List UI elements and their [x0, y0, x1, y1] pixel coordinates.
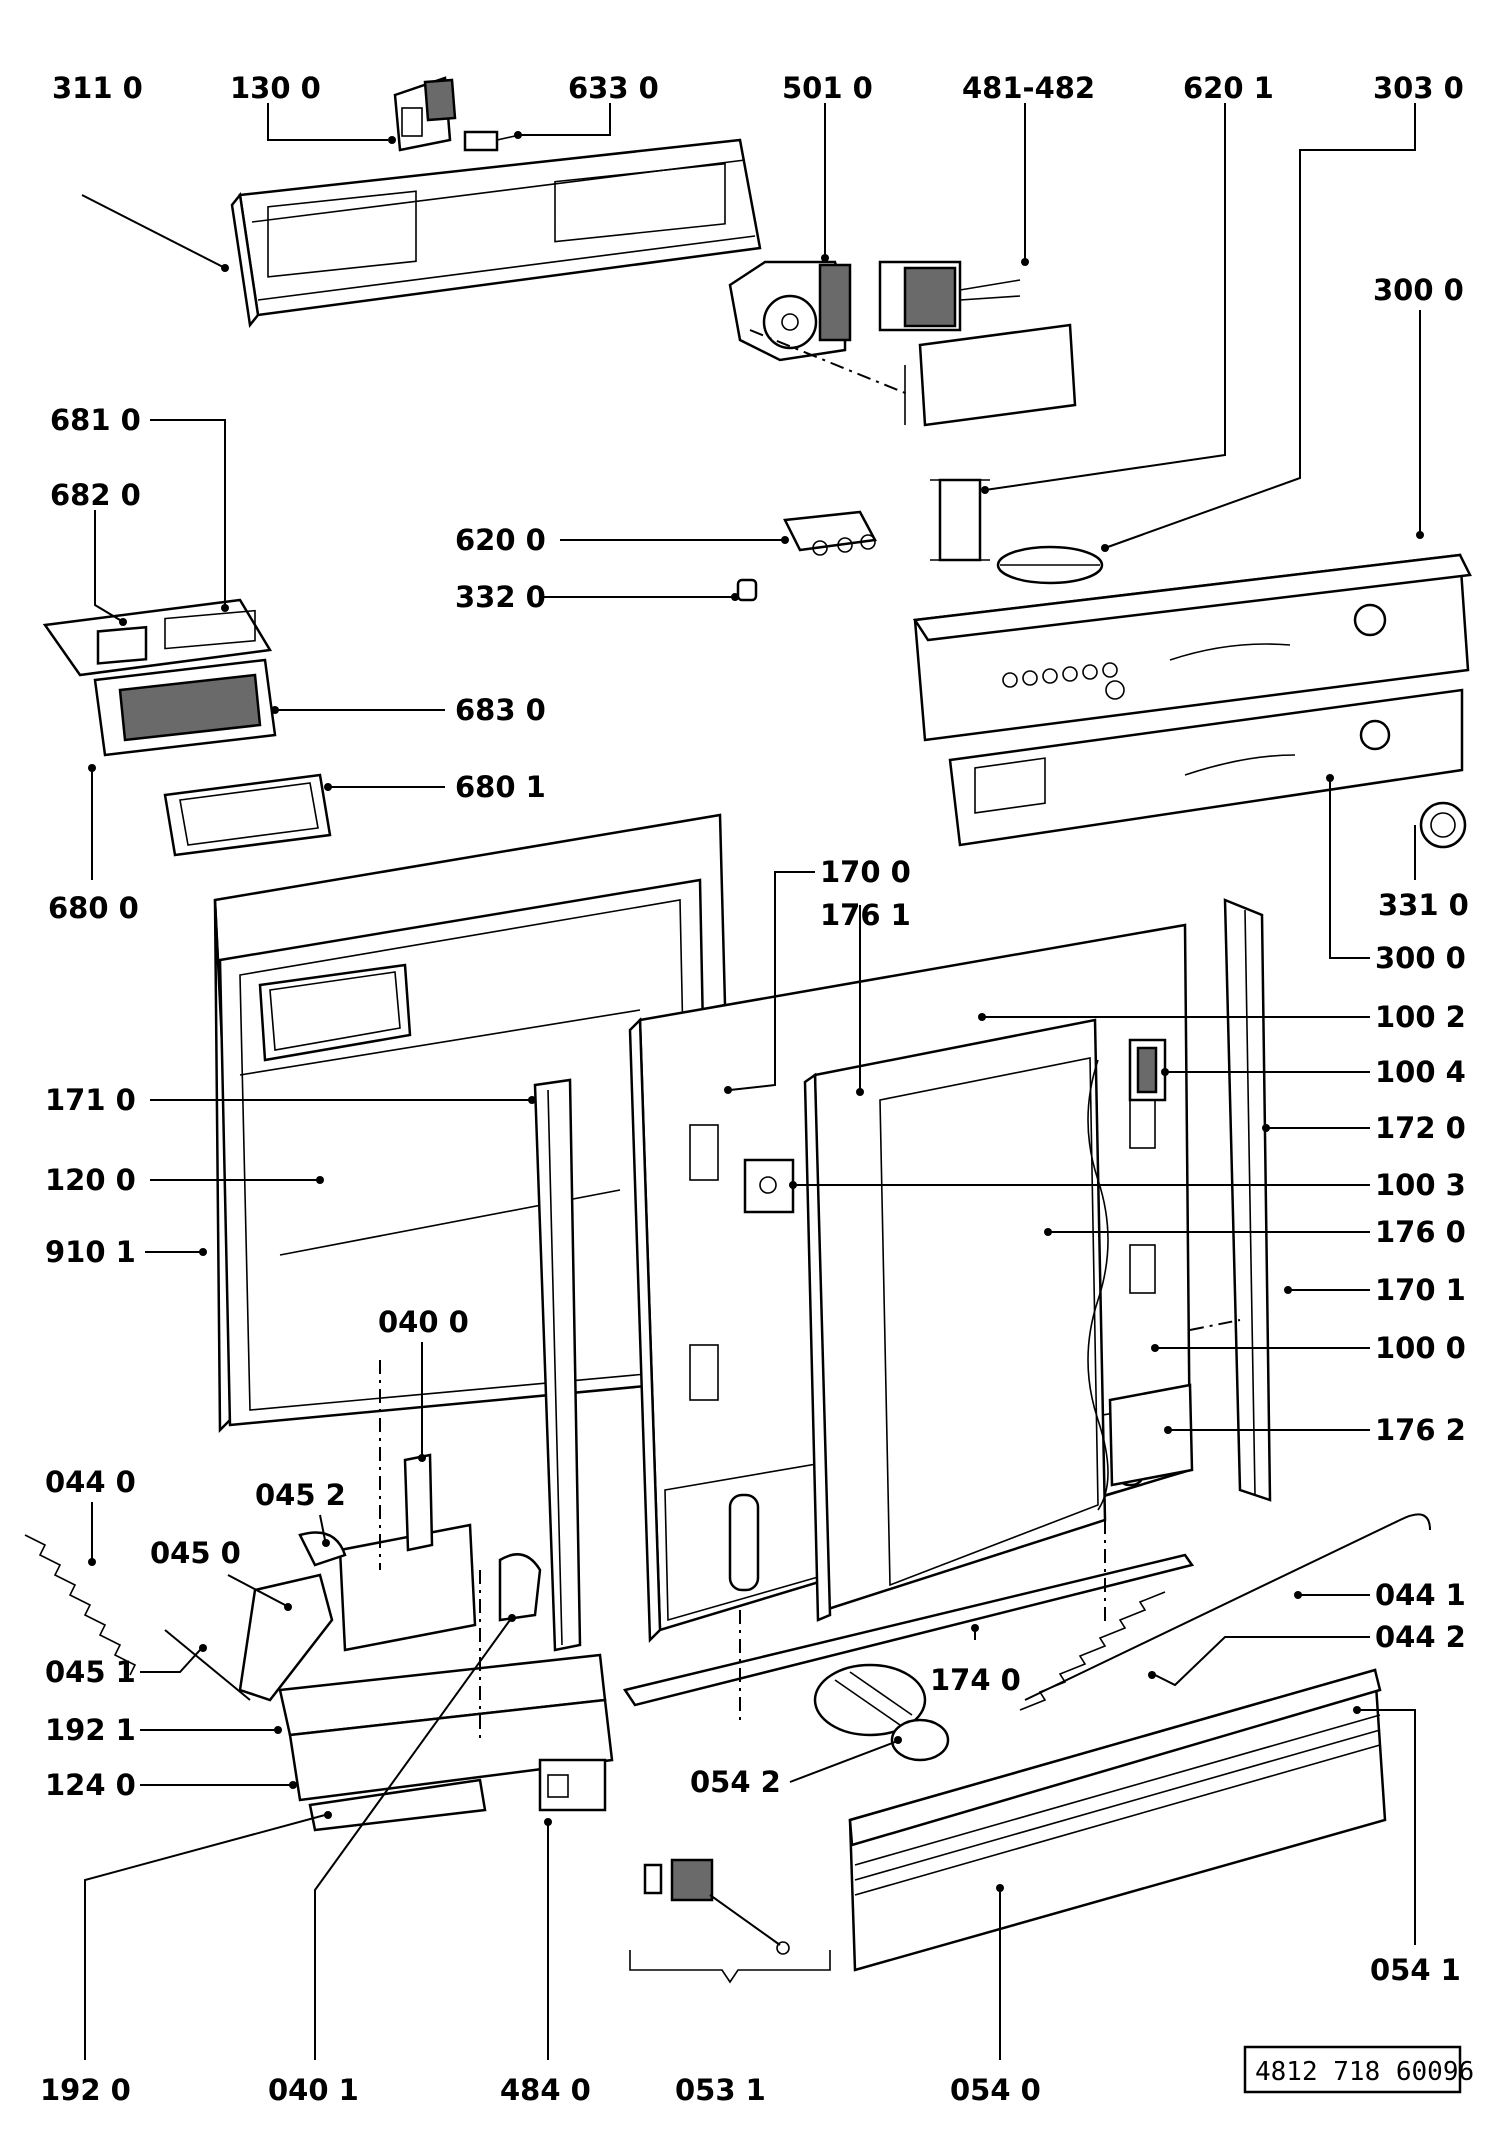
part-174-0-bottom-rail: [622, 1553, 1195, 1707]
part-100-4-block: [1128, 1038, 1167, 1102]
callout-053-1: 053 1: [675, 2073, 766, 2107]
callout-501-0: 501 0: [782, 71, 873, 105]
callout-300-0-mid: 300 0: [1375, 941, 1466, 975]
callout-044-2: 044 2: [1375, 1620, 1466, 1654]
callout-124-0: 124 0: [45, 1768, 136, 1802]
callout-176-0: 176 0: [1375, 1215, 1466, 1249]
callout-labels: 311 0 130 0 633 0 501 0 481-482 620 1 30…: [40, 71, 1469, 2107]
part-dispenser: [42, 598, 277, 757]
callout-331-0: 331 0: [1378, 888, 1469, 922]
part-045-0-hook: [238, 1531, 347, 1702]
part-620-1-bracket: [930, 478, 990, 562]
part-501-0-timer: [728, 260, 852, 362]
callout-682-0: 682 0: [50, 478, 141, 512]
callout-910-1: 910 1: [45, 1235, 136, 1269]
callout-176-1: 176 1: [820, 898, 911, 932]
part-053-1-switch-kit: [629, 1858, 831, 1984]
part-044-0-spring: [24, 1534, 251, 1701]
callout-332-0: 332 0: [455, 580, 546, 614]
part-680-1-gasket: [163, 773, 332, 857]
callout-045-2: 045 2: [255, 1478, 346, 1512]
callout-054-1: 054 1: [1370, 1953, 1461, 1987]
callout-176-2: 176 2: [1375, 1413, 1466, 1447]
part-332-0-knob: [736, 578, 758, 602]
callout-100-2: 100 2: [1375, 1000, 1466, 1034]
part-633-0-switch: [463, 130, 516, 152]
part-040-0-latch-plate: [338, 1453, 477, 1652]
part-176-2-plate: [1108, 1383, 1194, 1487]
callout-174-0: 174 0: [930, 1663, 1021, 1697]
part-192-1-hinge-rail: [278, 1653, 614, 1832]
callout-620-1: 620 1: [1183, 71, 1274, 105]
callout-170-1: 170 1: [1375, 1273, 1466, 1307]
part-300-0-control-panel: [912, 553, 1472, 742]
part-120-0-door-liner: [213, 813, 727, 1433]
part-303-0-lens: [996, 545, 1104, 585]
callout-044-0: 044 0: [45, 1465, 136, 1499]
part-054-0-kick-plate: [848, 1668, 1387, 1972]
callout-311-0: 311 0: [52, 71, 143, 105]
part-100-3-bracket: [743, 1158, 795, 1214]
callout-303-0: 303 0: [1373, 71, 1464, 105]
callout-130-0: 130 0: [230, 71, 321, 105]
callout-680-0: 680 0: [48, 891, 139, 925]
callout-044-1: 044 1: [1375, 1578, 1466, 1612]
assembly-axes: [379, 329, 1241, 1740]
part-040-1-hinge: [498, 1553, 542, 1622]
callout-681-0: 681 0: [50, 403, 141, 437]
callout-172-0: 172 0: [1375, 1111, 1466, 1145]
callout-054-2: 054 2: [690, 1765, 781, 1799]
callout-481-482: 481-482: [962, 71, 1095, 105]
part-484-0-switch: [538, 1758, 607, 1812]
callout-192-0: 192 0: [40, 2073, 131, 2107]
callout-100-0: 100 0: [1375, 1331, 1466, 1365]
leader-lines: [81, 103, 1424, 2060]
reference-number: 4812 718 60096: [1255, 2057, 1474, 2087]
callout-171-0: 171 0: [45, 1083, 136, 1117]
callout-045-1: 045 1: [45, 1655, 136, 1689]
part-331-0-knob: [1419, 801, 1467, 849]
callout-300-0-top: 300 0: [1373, 273, 1464, 307]
part-311-0-control-rail: [230, 138, 762, 329]
part-300-0-fascia: [948, 688, 1464, 847]
part-620-0-switch-block: [783, 510, 877, 556]
callout-683-0: 683 0: [455, 693, 546, 727]
callout-170-0: 170 0: [820, 855, 911, 889]
part-172-0-side-rail: [1223, 898, 1272, 1502]
callout-192-1: 192 1: [45, 1713, 136, 1747]
part-044-1-rod: [1019, 1513, 1431, 1711]
part-timer-bracket: [904, 323, 1077, 427]
callout-120-0: 120 0: [45, 1163, 136, 1197]
part-130-0-door-switch: [393, 76, 457, 152]
part-481-482-connector: [878, 260, 1021, 332]
callout-633-0: 633 0: [568, 71, 659, 105]
part-176-0-insulation: [803, 1018, 1109, 1622]
callout-680-1: 680 1: [455, 770, 546, 804]
callout-484-0: 484 0: [500, 2073, 591, 2107]
callout-054-0: 054 0: [950, 2073, 1041, 2107]
part-054-2-roller: [813, 1663, 950, 1762]
reference-number-box: 4812 718 60096: [1243, 2045, 1474, 2094]
callout-045-0: 045 0: [150, 1536, 241, 1570]
callout-100-3: 100 3: [1375, 1168, 1466, 1202]
callout-040-0: 040 0: [378, 1305, 469, 1339]
callout-100-4: 100 4: [1375, 1055, 1466, 1089]
part-171-0-side-rail: [533, 1078, 582, 1652]
callout-040-1: 040 1: [268, 2073, 359, 2107]
callout-620-0: 620 0: [455, 523, 546, 557]
